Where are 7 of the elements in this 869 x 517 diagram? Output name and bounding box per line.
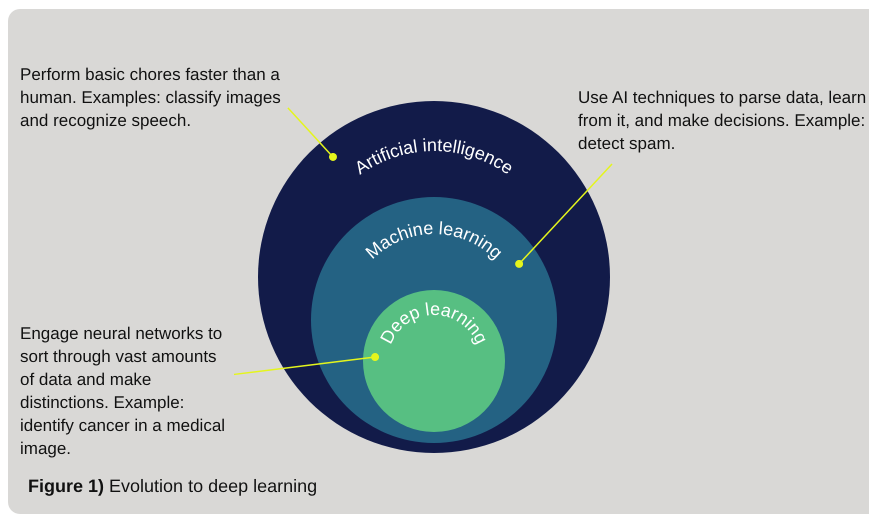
- annotation-text: Engage neural networks to sort through vast amounts of data and make distinctions. Example: identify cancer in a medical image.: [20, 322, 232, 460]
- annotation-text: Use AI techniques to parse data, learn from it, and make decisions. Example: detect spam.: [578, 86, 869, 155]
- annotation-text: Perform basic chores faster than a human. Examples: classify images and recognize speech.: [20, 63, 305, 132]
- leader-line: [234, 353, 380, 376]
- figure-caption: Figure 1) Evolution to deep learning: [28, 475, 318, 498]
- leader-line: [515, 164, 613, 268]
- leader-line: [287, 107, 337, 161]
